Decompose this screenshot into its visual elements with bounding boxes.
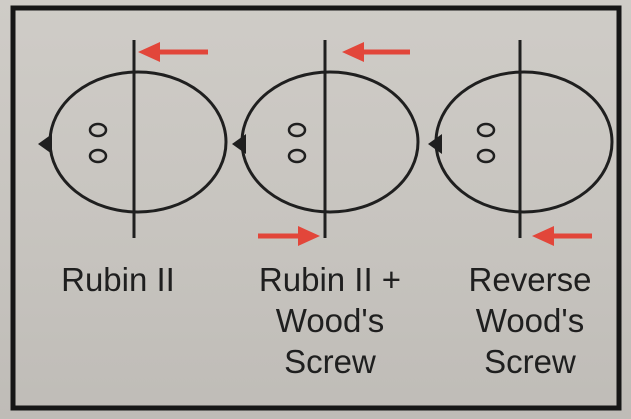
vertex-notch-icon <box>38 134 52 154</box>
fetal-head-outline <box>50 72 226 212</box>
red-arrow-left-icon <box>342 42 410 62</box>
caption-line: Rubin II <box>28 259 208 300</box>
vertex-notch-icon <box>232 134 246 154</box>
panel-reverse-woods-screw <box>428 40 612 246</box>
caption-line: Wood's <box>440 300 620 341</box>
caption-line: Reverse <box>440 259 620 300</box>
fetal-eyes-icon <box>478 124 494 162</box>
red-arrow-left-icon <box>138 42 208 62</box>
caption-line: Rubin II + <box>225 259 435 300</box>
fetal-eyes-icon <box>90 124 106 162</box>
caption-reverse-woods-screw: Reverse Wood's Screw <box>440 259 620 382</box>
fetal-eyes-icon <box>289 124 305 162</box>
panel-rubin-ii-woods-screw <box>232 40 418 246</box>
caption-line: Wood's <box>225 300 435 341</box>
caption-rubin-ii-woods-screw: Rubin II + Wood's Screw <box>225 259 435 382</box>
caption-rubin-ii: Rubin II <box>28 259 208 300</box>
panel-rubin-ii <box>38 40 226 238</box>
fetal-head-outline <box>436 72 612 212</box>
fetal-head-outline <box>242 72 418 212</box>
red-arrow-right-icon <box>258 226 320 246</box>
caption-line: Screw <box>225 341 435 382</box>
red-arrow-left-icon <box>532 226 592 246</box>
caption-line: Screw <box>440 341 620 382</box>
